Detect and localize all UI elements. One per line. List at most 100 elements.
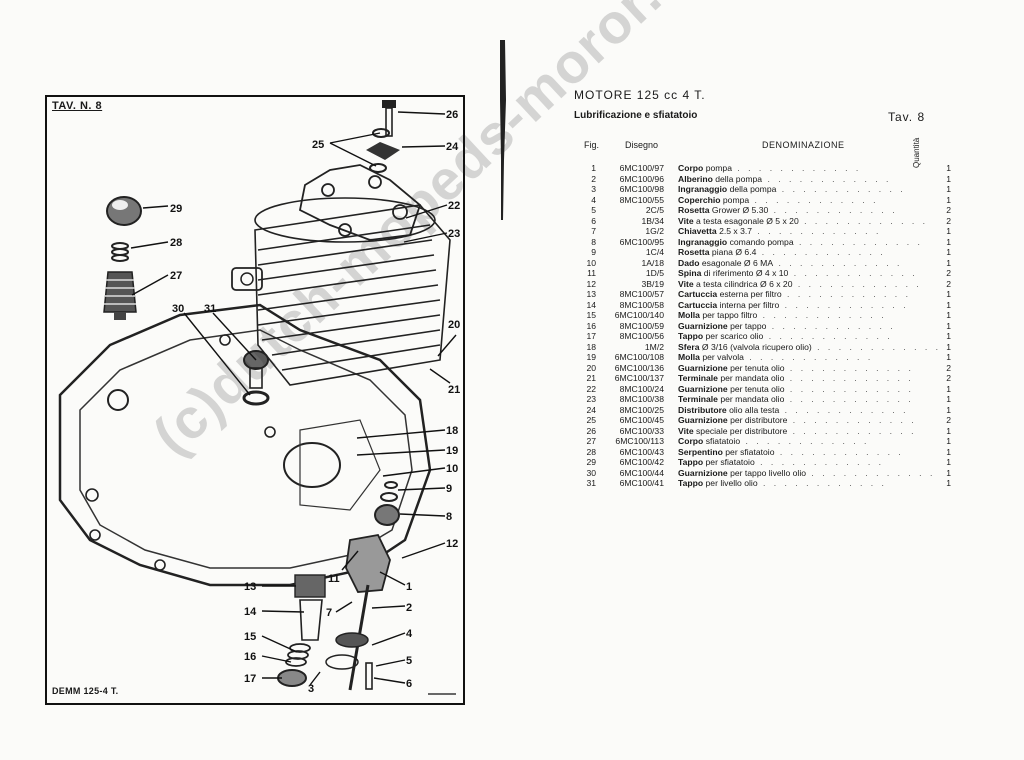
leader-dots: . . . . . . . . . . . .: [784, 383, 914, 394]
leader-dots: . . . . . . . . . . . .: [749, 194, 879, 205]
table-row: 4 8MC100/55 Coperchio pompa . . . . . . . …: [578, 195, 951, 206]
row-disegno: 6MC100/98: [619, 184, 664, 194]
leader-dots: . . . . . . . . . . . .: [792, 278, 922, 289]
callout-11: 11: [328, 573, 340, 585]
row-keyword: Vite: [678, 215, 694, 226]
callout-31: 31: [204, 303, 216, 315]
row-quantita: 2: [946, 215, 952, 226]
row-disegno: 6MC100/42: [619, 457, 664, 467]
leader-dots: . . . . . . . . . . . .: [774, 446, 904, 457]
callout-4: 4: [406, 628, 413, 640]
row-fig: 25: [586, 415, 596, 425]
row-disegno: 8MC100/59: [619, 320, 664, 331]
row-denominazione: Serpentino per sfiatatoio . . . . . . . …: [678, 447, 941, 458]
row-disegno: 8MC100/56: [619, 331, 664, 341]
row-keyword: Molla: [678, 310, 700, 320]
row-fig: 2: [591, 173, 596, 184]
row-keyword: Cartuccia: [678, 289, 718, 299]
row-quantita: 1: [946, 436, 952, 446]
callout-30: 30: [172, 303, 184, 315]
callout-15: 15: [244, 631, 256, 643]
row-keyword: Terminale: [678, 394, 718, 404]
row-description: per tappo livello olio: [730, 467, 807, 478]
row-disegno: 1C/4: [645, 247, 664, 257]
row-quantita: 1: [946, 173, 952, 184]
row-disegno: 6MC100/136: [614, 362, 664, 373]
row-description: per mandata olio: [720, 373, 785, 383]
row-fig: 17: [586, 331, 596, 341]
callout-18: 18: [446, 425, 458, 437]
row-description: 2.5 x 3.7: [719, 226, 753, 236]
leader-dots: . . . . . . . . . . . .: [784, 373, 914, 383]
row-quantita: 1: [946, 331, 952, 341]
row-disegno: 1B/34: [641, 215, 664, 226]
row-quantita: 1: [946, 467, 952, 478]
row-quantita: 1: [946, 425, 952, 436]
row-denominazione: Molla per valvola . . . . . . . . . . . …: [678, 352, 941, 363]
row-denominazione: Coperchio pompa . . . . . . . . . . . .: [678, 195, 941, 206]
row-disegno: 8MC100/55: [619, 194, 664, 205]
row-denominazione: Ingranaggio della pompa . . . . . . . . …: [678, 184, 941, 195]
row-quantita: 1: [946, 247, 952, 257]
header-disegno: Disegno: [625, 140, 659, 150]
row-description: per distributore: [730, 415, 788, 425]
page-title: MOTORE 125 cc 4 T.: [574, 88, 706, 102]
row-fig: 16: [586, 320, 596, 331]
row-denominazione: Rosetta Grower Ø 5.30 . . . . . . . . . …: [678, 205, 941, 216]
row-keyword: Corpo: [678, 436, 704, 446]
row-fig: 26: [586, 425, 596, 436]
row-fig: 24: [586, 404, 596, 415]
row-quantita: 2: [946, 362, 952, 373]
leader-dots: . . . . . . . . . . . .: [784, 394, 914, 404]
row-fig: 27: [586, 436, 596, 446]
callout-21: 21: [448, 384, 460, 396]
row-keyword: Guarnizione: [678, 320, 728, 331]
header-quantita: Quantità: [912, 137, 921, 168]
row-disegno: 1M/2: [644, 341, 664, 352]
row-denominazione: Guarnizione per distributore . . . . . .…: [678, 415, 941, 426]
callout-6: 6: [406, 678, 412, 690]
row-description: per tappo filtro: [702, 310, 758, 320]
row-keyword: Molla: [678, 352, 700, 362]
row-fig: 30: [586, 467, 596, 478]
row-description: per tappo: [730, 320, 767, 331]
exploded-engine-drawing: 26 25 24 29 22 23 28 27 30 31 20 21 18 1…: [58, 100, 460, 695]
row-denominazione: Vite a testa cilindrica Ø 6 x 20 . . . .…: [678, 279, 941, 290]
row-description: interna per filtro: [719, 299, 780, 310]
row-fig: 13: [586, 289, 596, 299]
row-keyword: Rosetta: [678, 247, 710, 257]
row-fig: 8: [591, 236, 596, 247]
row-fig: 31: [586, 478, 596, 488]
row-fig: 4: [591, 194, 596, 205]
leader-dots: . . . . . . . . . . . .: [781, 289, 911, 299]
row-keyword: Cartuccia: [678, 299, 718, 310]
row-denominazione: Molla per tappo filtro . . . . . . . . .…: [678, 310, 941, 321]
row-disegno: 6MC100/41: [619, 478, 664, 488]
diagram-frame: [45, 95, 465, 705]
leader-dots: . . . . . . . . . . . .: [776, 184, 906, 194]
callout-1: 1: [406, 581, 412, 593]
leader-dots: . . . . . . . . . . . .: [773, 257, 903, 268]
row-fig: 20: [586, 362, 596, 373]
row-quantita: 1: [946, 299, 952, 310]
row-description: per scarico olio: [705, 331, 764, 341]
row-denominazione: Corpo pompa . . . . . . . . . . . .: [678, 163, 941, 174]
row-quantita: 1: [946, 320, 952, 331]
row-quantita: 2: [946, 205, 952, 215]
row-description: per sfiatatoio: [725, 446, 775, 457]
leader-dots: . . . . . . . . . . . .: [787, 425, 917, 436]
